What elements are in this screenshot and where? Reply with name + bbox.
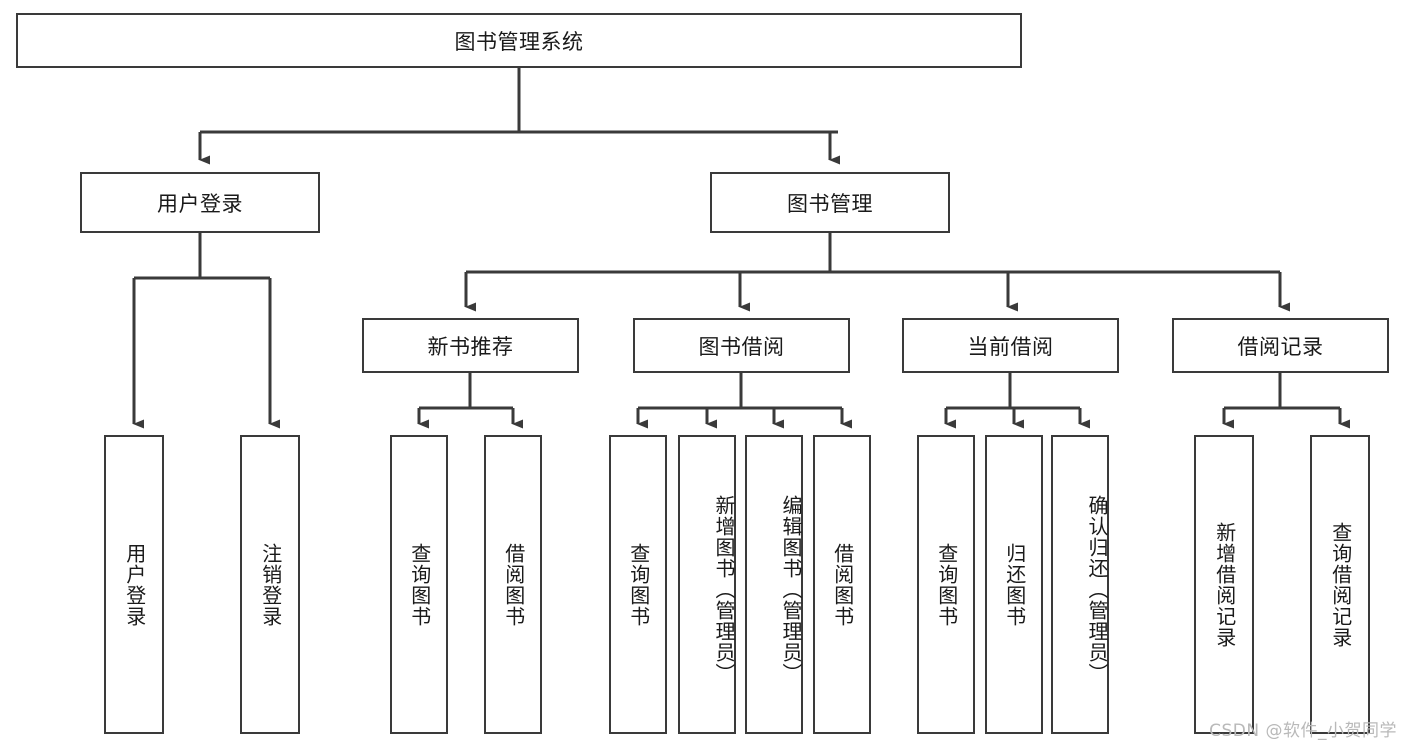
node-label: 借阅记录: [1237, 334, 1324, 359]
connector-group-borrow-records: [1222, 373, 1350, 429]
node-label: 当前借阅: [967, 334, 1054, 359]
node-cb-query-book[interactable]: 查询图书: [917, 435, 975, 734]
node-label: 新增图书（管理员）: [712, 495, 736, 684]
connector-group-new-book-recommend: [417, 373, 523, 429]
node-label: 查询图书: [934, 542, 959, 627]
node-user-logout[interactable]: 注销登录: [240, 435, 300, 734]
node-br-query-record[interactable]: 查询借阅记录: [1310, 435, 1370, 734]
node-nbr-query-book[interactable]: 查询图书: [390, 435, 448, 734]
connector-group-root: [198, 68, 840, 165]
node-bb-borrow-book[interactable]: 借阅图书: [813, 435, 871, 734]
node-borrow-records[interactable]: 借阅记录: [1172, 318, 1389, 373]
node-cb-confirm-return[interactable]: 确认归还（管理员）: [1051, 435, 1109, 734]
node-cb-return-book[interactable]: 归还图书: [985, 435, 1043, 734]
connector-group-book-borrow: [636, 373, 852, 429]
node-label: 查询借阅记录: [1328, 521, 1353, 648]
node-user-login-do[interactable]: 用户登录: [104, 435, 164, 734]
node-br-add-record[interactable]: 新增借阅记录: [1194, 435, 1254, 734]
node-label: 用户登录: [157, 191, 243, 216]
node-label: 借阅图书: [830, 542, 855, 627]
watermark-text: CSDN @软件_小贺同学: [1209, 721, 1397, 741]
node-nbr-borrow-book[interactable]: 借阅图书: [484, 435, 542, 734]
connector-group-current-borrow: [944, 373, 1090, 429]
node-bb-query-book[interactable]: 查询图书: [609, 435, 667, 734]
connector-group-user-login: [132, 233, 280, 429]
node-label: 借阅图书: [501, 542, 526, 627]
node-label: 归还图书: [1002, 542, 1027, 627]
node-label: 注销登录: [258, 542, 283, 627]
node-label: 编辑图书（管理员）: [779, 495, 803, 684]
node-label: 新增借阅记录: [1212, 521, 1237, 648]
connector-group-book-management: [464, 233, 1290, 312]
node-bb-edit-book[interactable]: 编辑图书（管理员）: [745, 435, 803, 734]
node-label: 新书推荐: [427, 334, 514, 359]
node-label: 图书管理系统: [454, 29, 584, 54]
node-book-borrow[interactable]: 图书借阅: [633, 318, 850, 373]
node-label: 图书借阅: [698, 334, 785, 359]
node-label: 图书管理: [787, 191, 873, 216]
node-label: 用户登录: [122, 542, 147, 627]
node-label: 查询图书: [626, 542, 651, 627]
node-user-login[interactable]: 用户登录: [80, 172, 320, 233]
node-root[interactable]: 图书管理系统: [16, 13, 1022, 68]
node-label: 查询图书: [407, 542, 432, 627]
node-book-management[interactable]: 图书管理: [710, 172, 950, 233]
node-new-book-recommend[interactable]: 新书推荐: [362, 318, 579, 373]
node-bb-add-book[interactable]: 新增图书（管理员）: [678, 435, 736, 734]
node-current-borrow[interactable]: 当前借阅: [902, 318, 1119, 373]
node-label: 确认归还（管理员）: [1085, 495, 1109, 684]
